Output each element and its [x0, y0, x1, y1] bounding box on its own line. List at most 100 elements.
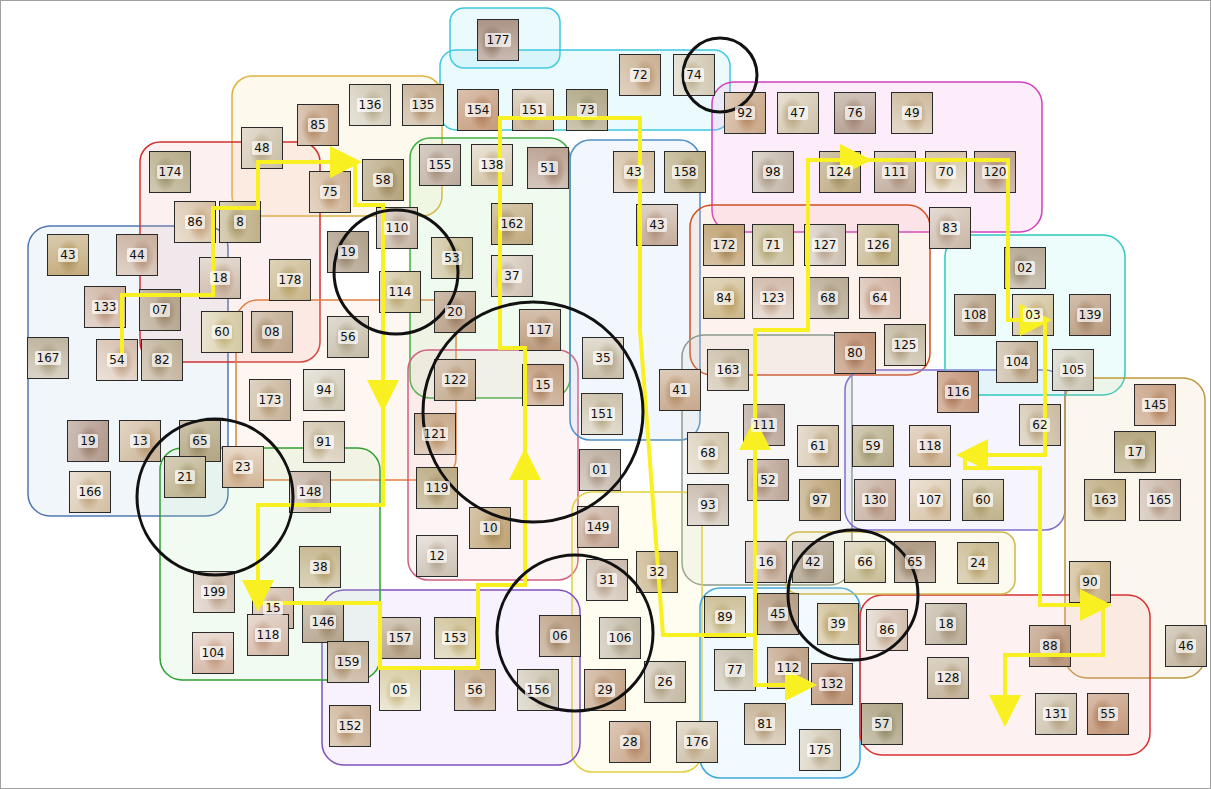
thumbnail-number: 60 — [973, 493, 992, 507]
photo-thumbnail: 58 — [362, 159, 404, 201]
photo-thumbnail: 68 — [807, 277, 849, 319]
photo-thumbnail: 98 — [752, 151, 794, 193]
photo-thumbnail: 165 — [1139, 479, 1181, 521]
photo-thumbnail: 117 — [519, 309, 561, 351]
thumbnail-number: 74 — [684, 68, 703, 82]
thumbnail-number: 124 — [827, 165, 854, 179]
thumbnail-number: 107 — [917, 493, 944, 507]
thumbnail-number: 114 — [387, 285, 414, 299]
photo-thumbnail: 07 — [139, 289, 181, 331]
thumbnail-number: 41 — [670, 383, 689, 397]
thumbnail-number: 76 — [845, 106, 864, 120]
cluster-outline — [682, 335, 852, 585]
thumbnail-number: 146 — [310, 615, 337, 629]
thumbnail-number: 32 — [647, 565, 666, 579]
photo-thumbnail: 44 — [116, 234, 158, 276]
thumbnail-number: 10 — [480, 521, 499, 535]
thumbnail-number: 81 — [755, 717, 774, 731]
photo-thumbnail: 80 — [834, 332, 876, 374]
thumbnail-number: 120 — [982, 165, 1009, 179]
thumbnail-number: 62 — [1030, 418, 1049, 432]
thumbnail-number: 177 — [485, 33, 512, 47]
thumbnail-number: 108 — [962, 308, 989, 322]
thumbnail-number: 111 — [882, 165, 909, 179]
photo-thumbnail: 130 — [854, 479, 896, 521]
thumbnail-number: 122 — [442, 373, 469, 387]
thumbnail-number: 167 — [35, 351, 62, 365]
thumbnail-number: 86 — [185, 215, 204, 229]
cluster-outline — [408, 350, 578, 580]
highlight-circle — [497, 555, 653, 711]
photo-thumbnail: 16 — [745, 541, 787, 583]
thumbnail-number: 127 — [812, 238, 839, 252]
photo-thumbnail: 145 — [1134, 384, 1176, 426]
photo-thumbnail: 92 — [724, 92, 766, 134]
photo-thumbnail: 46 — [1165, 625, 1207, 667]
photo-thumbnail: 110 — [376, 207, 418, 249]
thumbnail-number: 83 — [940, 221, 959, 235]
thumbnail-number: 43 — [58, 248, 77, 262]
photo-thumbnail: 172 — [703, 224, 745, 266]
route-line — [755, 635, 805, 685]
thumbnail-number: 54 — [107, 353, 126, 367]
photo-thumbnail: 158 — [664, 151, 706, 193]
thumbnail-number: 110 — [384, 221, 411, 235]
thumbnail-number: 163 — [1092, 493, 1119, 507]
highlight-circle — [334, 210, 458, 334]
photo-thumbnail: 166 — [69, 471, 111, 513]
thumbnail-number: 57 — [872, 717, 891, 731]
thumbnail-number: 08 — [262, 325, 281, 339]
photo-thumbnail: 111 — [743, 404, 785, 446]
thumbnail-number: 52 — [758, 473, 777, 487]
thumbnail-number: 15 — [263, 601, 282, 615]
thumbnail-number: 88 — [1040, 639, 1059, 653]
thumbnail-number: 92 — [735, 106, 754, 120]
thumbnail-number: 28 — [620, 735, 639, 749]
photo-thumbnail: 167 — [27, 337, 69, 379]
thumbnail-number: 152 — [337, 719, 364, 733]
photo-thumbnail: 135 — [402, 84, 444, 126]
photo-thumbnail: 163 — [1084, 479, 1126, 521]
thumbnail-number: 173 — [257, 393, 284, 407]
thumbnail-number: 17 — [1125, 445, 1144, 459]
thumbnail-number: 131 — [1043, 707, 1070, 721]
photo-thumbnail: 88 — [1029, 625, 1071, 667]
thumbnail-number: 125 — [892, 338, 919, 352]
photo-thumbnail: 177 — [477, 19, 519, 61]
thumbnail-number: 158 — [672, 165, 699, 179]
photo-thumbnail: 90 — [1069, 561, 1111, 603]
photo-thumbnail: 133 — [84, 286, 126, 328]
thumbnail-number: 121 — [422, 427, 449, 441]
photo-thumbnail: 45 — [757, 593, 799, 635]
photo-thumbnail: 74 — [673, 54, 715, 96]
thumbnail-number: 80 — [845, 346, 864, 360]
thumbnail-number: 166 — [77, 485, 104, 499]
thumbnail-number: 116 — [945, 385, 972, 399]
photo-thumbnail: 94 — [303, 369, 345, 411]
thumbnail-number: 21 — [175, 470, 194, 484]
photo-thumbnail: 60 — [201, 311, 243, 353]
route-line — [258, 460, 525, 668]
thumbnail-number: 68 — [818, 291, 837, 305]
thumbnail-number: 38 — [310, 560, 329, 574]
thumbnail-number: 26 — [655, 675, 674, 689]
thumbnail-number: 44 — [127, 248, 146, 262]
thumbnail-number: 93 — [698, 498, 717, 512]
thumbnail-number: 85 — [308, 118, 327, 132]
photo-thumbnail: 139 — [1069, 294, 1111, 336]
photo-thumbnail: 149 — [577, 506, 619, 548]
photo-thumbnail: 77 — [714, 649, 756, 691]
cluster-outline — [785, 532, 1015, 594]
photo-thumbnail: 02 — [1004, 247, 1046, 289]
route-line — [968, 320, 1045, 455]
thumbnail-number: 172 — [711, 238, 738, 252]
photo-thumbnail: 104 — [192, 632, 234, 674]
photo-thumbnail: 60 — [962, 479, 1004, 521]
photo-thumbnail: 17 — [1114, 431, 1156, 473]
thumbnail-number: 03 — [1023, 308, 1042, 322]
photo-thumbnail: 12 — [416, 535, 458, 577]
photo-thumbnail: 91 — [303, 421, 345, 463]
